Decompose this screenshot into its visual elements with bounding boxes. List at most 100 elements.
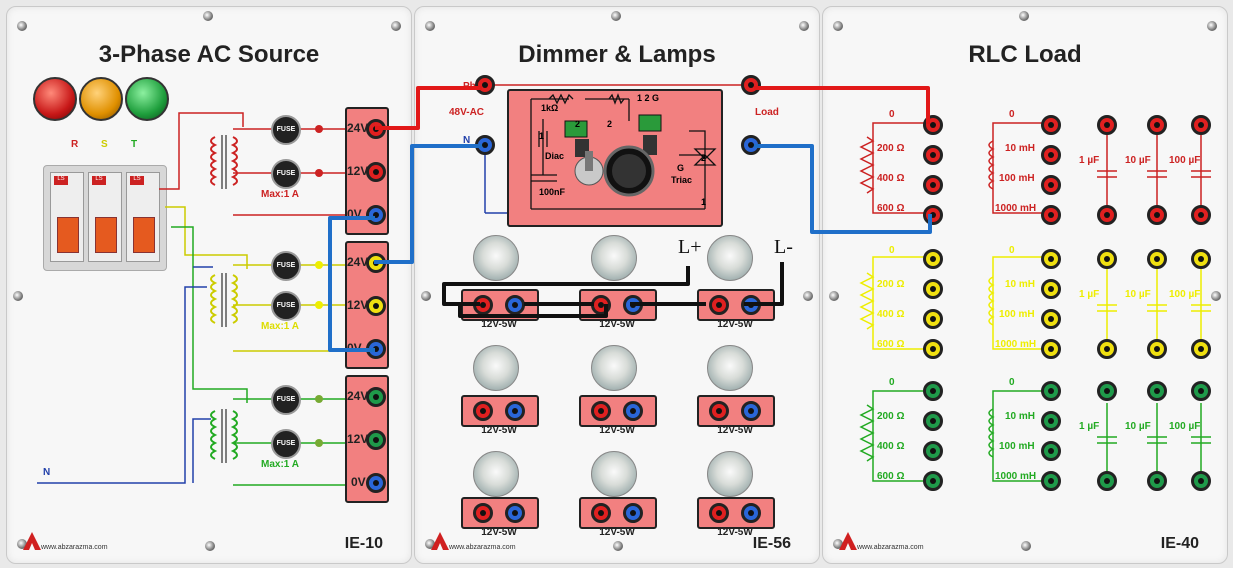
capacitor-jack[interactable] <box>1147 339 1167 359</box>
inductor-jack[interactable] <box>1041 205 1061 225</box>
fuse-holder[interactable]: FUSE <box>271 115 301 145</box>
lamp-bulb <box>591 451 637 497</box>
lamp-jack[interactable] <box>741 503 761 523</box>
lamp-bulb <box>473 451 519 497</box>
jack-24v-green[interactable] <box>366 387 386 407</box>
inductor-jack[interactable] <box>1041 339 1061 359</box>
jack-12v-yellow[interactable] <box>366 296 386 316</box>
max-current-label: Max:1 A <box>261 459 299 470</box>
lamp-jack[interactable] <box>505 401 525 421</box>
capacitor-jack[interactable] <box>1147 115 1167 135</box>
inductor-jack[interactable] <box>1041 441 1061 461</box>
resistor-jack[interactable] <box>923 339 943 359</box>
capacitor-label: 100nF <box>539 187 566 197</box>
jack-0v-green[interactable] <box>366 473 386 493</box>
resistor-value-label: 200 Ω <box>877 279 905 290</box>
capacitor-jack[interactable] <box>1097 249 1117 269</box>
capacitor-jack[interactable] <box>1191 249 1211 269</box>
fuse-holder[interactable]: FUSE <box>271 429 301 459</box>
capacitor-jack[interactable] <box>1191 339 1211 359</box>
l-plus-label: L+ <box>678 236 702 258</box>
capacitor-value-label: 100 µF <box>1169 155 1201 166</box>
lamp-rating-label: 12V-5W <box>717 319 753 330</box>
resistor-jack[interactable] <box>923 205 943 225</box>
capacitor-value-label: 1 µF <box>1079 155 1100 166</box>
inductor-jack[interactable] <box>1041 411 1061 431</box>
resistor-jack[interactable] <box>923 279 943 299</box>
fuse-holder[interactable]: FUSE <box>271 159 301 189</box>
jack-0v-yellow[interactable] <box>366 339 386 359</box>
lamp-jack[interactable] <box>591 401 611 421</box>
screw-icon <box>799 21 809 31</box>
capacitor-jack[interactable] <box>1147 381 1167 401</box>
inductor-jack[interactable] <box>1041 309 1061 329</box>
lamp-jack[interactable] <box>591 503 611 523</box>
capacitor-jack[interactable] <box>1191 471 1211 491</box>
capacitor-jack[interactable] <box>1097 471 1117 491</box>
jack-0v-red[interactable] <box>366 205 386 225</box>
resistor-jack[interactable] <box>923 175 943 195</box>
resistor-jack[interactable] <box>923 471 943 491</box>
resistor-jack[interactable] <box>923 249 943 269</box>
lamp-jack[interactable] <box>709 295 729 315</box>
screw-icon <box>803 291 813 301</box>
capacitor-jack[interactable] <box>1191 115 1211 135</box>
lamp-jack[interactable] <box>709 503 729 523</box>
inductor-value-label: 0 <box>1009 109 1015 120</box>
jack-n-input[interactable] <box>475 135 495 155</box>
lamp-jack[interactable] <box>473 295 493 315</box>
screw-icon <box>205 541 215 551</box>
inductor-jack[interactable] <box>1041 471 1061 491</box>
fuse-holder[interactable]: FUSE <box>271 385 301 415</box>
fuse-holder[interactable]: FUSE <box>271 251 301 281</box>
lamp-jack[interactable] <box>741 295 761 315</box>
resistor-jack[interactable] <box>923 441 943 461</box>
capacitor-jack[interactable] <box>1191 381 1211 401</box>
jack-24v-yellow[interactable] <box>366 253 386 273</box>
resistor-jack[interactable] <box>923 381 943 401</box>
inductor-jack[interactable] <box>1041 145 1061 165</box>
inductor-jack[interactable] <box>1041 249 1061 269</box>
resistor-jack[interactable] <box>923 145 943 165</box>
circuit-breaker[interactable]: LS LS LS <box>43 165 167 271</box>
inductor-jack[interactable] <box>1041 175 1061 195</box>
lamp-rating-label: 12V-5W <box>599 319 635 330</box>
fuse-holder[interactable]: FUSE <box>271 291 301 321</box>
l-minus-label: L- <box>774 236 793 258</box>
resistor-jack[interactable] <box>923 411 943 431</box>
lamp-jack[interactable] <box>623 401 643 421</box>
jack-ph-input[interactable] <box>475 75 495 95</box>
voltage-label-12v: 12V <box>347 164 369 178</box>
inductor-jack[interactable] <box>1041 115 1061 135</box>
resistor-jack[interactable] <box>923 309 943 329</box>
lamp-jack[interactable] <box>505 295 525 315</box>
lamp-jack[interactable] <box>505 503 525 523</box>
jack-ph-load[interactable] <box>741 75 761 95</box>
lamp-jack[interactable] <box>623 503 643 523</box>
lamp-jack[interactable] <box>473 503 493 523</box>
capacitor-jack[interactable] <box>1147 205 1167 225</box>
capacitor-jack[interactable] <box>1097 339 1117 359</box>
lamp-jack[interactable] <box>623 295 643 315</box>
jack-12v-red[interactable] <box>366 162 386 182</box>
jack-24v-red[interactable] <box>366 119 386 139</box>
inductor-value-label: 1000 mH <box>995 203 1037 214</box>
capacitor-jack[interactable] <box>1147 471 1167 491</box>
lamp-jack[interactable] <box>473 401 493 421</box>
capacitor-jack[interactable] <box>1191 205 1211 225</box>
inductor-jack[interactable] <box>1041 279 1061 299</box>
capacitor-jack[interactable] <box>1147 249 1167 269</box>
inductor-jack[interactable] <box>1041 381 1061 401</box>
jack-n-load[interactable] <box>741 135 761 155</box>
lamp-jack[interactable] <box>741 401 761 421</box>
capacitor-jack[interactable] <box>1097 205 1117 225</box>
phase-label-t: T <box>131 139 138 150</box>
capacitor-jack[interactable] <box>1097 115 1117 135</box>
jack-12v-green[interactable] <box>366 430 386 450</box>
capacitor-jack[interactable] <box>1097 381 1117 401</box>
resistor-jack[interactable] <box>923 115 943 135</box>
lamp-jack[interactable] <box>591 295 611 315</box>
capacitor-value-label: 100 µF <box>1169 289 1201 300</box>
lamp-jack[interactable] <box>709 401 729 421</box>
lamp-rating-label: 12V-5W <box>599 425 635 436</box>
